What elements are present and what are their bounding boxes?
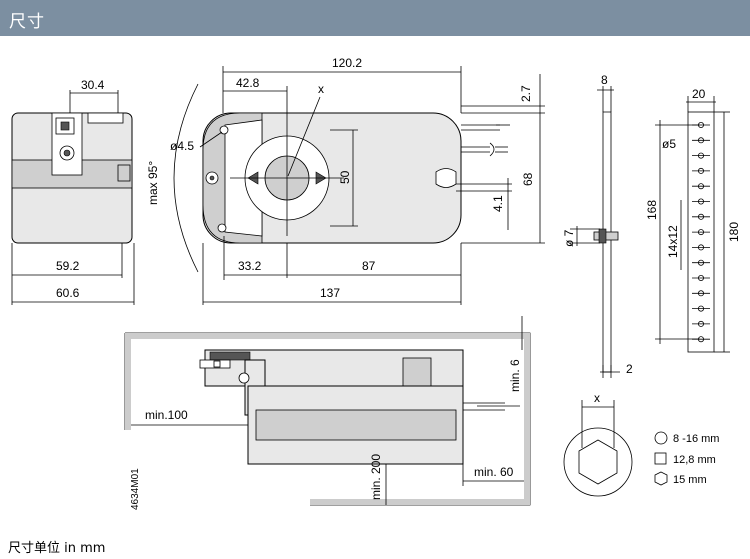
square-shaft-icon <box>654 452 667 465</box>
dim-42-8: 42.8 <box>236 76 260 90</box>
dim-68: 68 <box>521 172 535 186</box>
front-view-dimensions: 120.2 42.8 x ø4.5 max 95° 50 33.2 87 137… <box>146 56 545 305</box>
dim-min200: min. 200 <box>369 454 383 500</box>
dim-2-7: 2.7 <box>519 85 533 102</box>
dimension-drawing: 30.4 59.2 60.6 120.2 42 <box>11 56 741 510</box>
dim-min100: min.100 <box>145 408 188 422</box>
legend-hexagon-label: 15 mm <box>673 474 707 486</box>
legend-circle-label: 8 -16 mm <box>673 433 719 445</box>
shaft-legend: 8 -16 mm 12,8 mm 15 mm <box>654 431 719 486</box>
dim-120-2: 120.2 <box>332 56 362 70</box>
legend-square-label: 12,8 mm <box>673 454 716 466</box>
unit-note: 尺寸单位 in mm <box>8 541 106 556</box>
side-view <box>11 90 133 244</box>
page-title: 尺寸 <box>9 12 45 32</box>
bracket-holes <box>692 122 710 343</box>
dim-x-shaft: x <box>594 391 600 405</box>
dim-phi4-5: ø4.5 <box>170 139 194 153</box>
dim-min60: min. 60 <box>474 465 514 479</box>
circle-shaft-icon <box>654 431 668 445</box>
dim-180: 180 <box>727 222 741 242</box>
dim-min6: min. 6 <box>508 359 522 392</box>
dim-20: 20 <box>692 87 706 101</box>
dim-33-2: 33.2 <box>238 259 262 273</box>
dim-168: 168 <box>645 200 659 220</box>
dim-59-2: 59.2 <box>56 259 80 273</box>
drawing-reference: 4634M01 <box>130 468 141 510</box>
dim-x-top: x <box>318 82 324 96</box>
dim-14x12: 14x12 <box>666 225 680 258</box>
dim-2: 2 <box>626 362 633 376</box>
dim-137: 137 <box>320 286 340 300</box>
dim-4-1: 4.1 <box>491 195 505 212</box>
dim-30-4: 30.4 <box>81 78 105 92</box>
dim-8: 8 <box>601 73 608 87</box>
bracket-front-view: 20 ø5 168 14x12 180 <box>645 87 741 353</box>
dim-max95: max 95° <box>146 161 160 205</box>
installation-view: min. 6 min.100 min. 200 min. 60 4634M01 <box>124 316 531 510</box>
bracket-side-view: 8 ø 7 2 <box>562 73 633 378</box>
front-view <box>202 112 510 244</box>
dim-phi5: ø5 <box>662 137 676 151</box>
hexagon-shaft-icon <box>654 471 668 486</box>
dim-87: 87 <box>362 259 376 273</box>
title-banner: 尺寸 <box>0 0 750 36</box>
shaft-detail: x <box>563 391 633 497</box>
dim-phi7: ø 7 <box>562 229 576 247</box>
dim-50: 50 <box>338 170 352 184</box>
dim-60-6: 60.6 <box>56 286 80 300</box>
side-view-dimensions: 30.4 59.2 60.6 <box>11 78 135 305</box>
